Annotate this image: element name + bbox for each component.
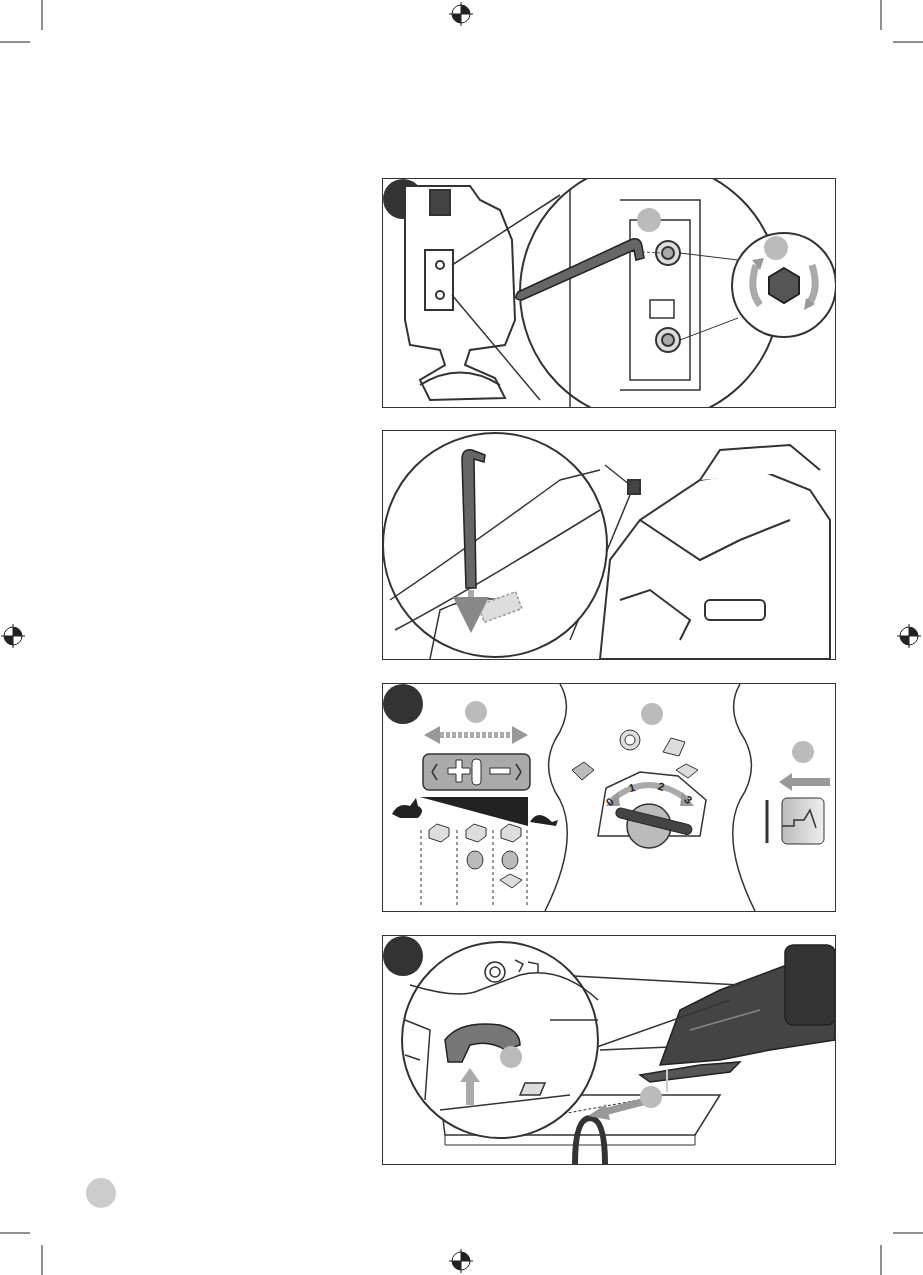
manual-illustration [0,0,923,1275]
